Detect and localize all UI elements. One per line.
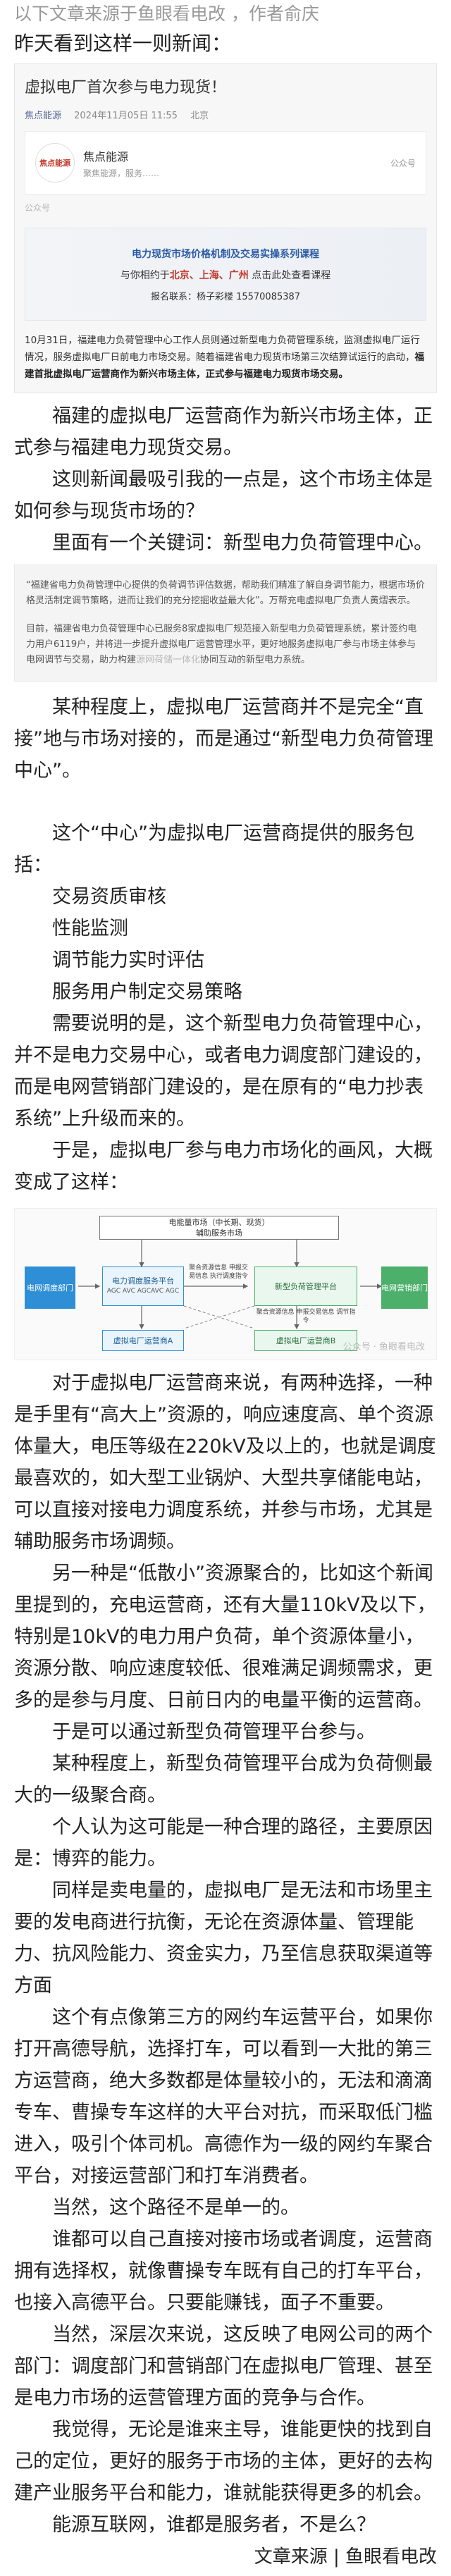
- paragraph: 当然，深层次来说，这反映了电网公司的两个部门：调度部门和营销部门在虚拟电厂管理、…: [14, 2324, 433, 2409]
- grid-dispatch-dept: 电网调度部门: [25, 1267, 75, 1309]
- banner-title: 电力现货市场价格机制及交易实操系列课程: [132, 248, 319, 260]
- paragraph: 里面有一个关键词：新型电力负荷管理中心。: [52, 532, 433, 554]
- paragraph: 我觉得，无论是谁来主导，谁能更快的找到自己的定位，更好的服务于市场的主体，更好的…: [14, 2419, 433, 2504]
- paragraph: 这个“中心”为虚拟电厂运营商提供的服务包括：: [14, 822, 414, 876]
- paragraph: 个人认为这可能是一种合理的路径，主要原因是：博弈的能力。: [14, 1816, 433, 1870]
- account-desc: 聚焦能源，服务……: [83, 168, 160, 178]
- paragraph: 某种程度上，新型负荷管理平台成为负荷侧最大的一级聚合商。: [14, 1753, 433, 1806]
- paragraph: 于是可以通过新型负荷管理平台参与。: [52, 1721, 376, 1743]
- flow-label-dispatch: 聚合资源信息 申报交易信息 执行调度指令: [189, 1264, 248, 1280]
- news-screenshot: 虚拟电厂首次参与电力现货！ 焦点能源 2024年11月05日 11:55 北京 …: [14, 63, 437, 393]
- service-list: 交易资质审核 性能监测 调节能力实时评估 服务用户制定交易策略: [14, 881, 437, 1008]
- diagram-connectors: [78, 1237, 383, 1330]
- account-type: 公众号: [390, 158, 416, 168]
- grid-marketing-dept: 电网营销部门: [381, 1267, 428, 1309]
- vpp-operator-a: 虚拟电厂运营商A: [102, 1330, 184, 1351]
- account-card[interactable]: 焦点能源 焦点能源 聚焦能源，服务…… 公众号: [25, 131, 426, 195]
- source-note: 以下文章来源于鱼眼看电改 ，作者俞庆: [14, 4, 319, 24]
- account-logo: 焦点能源: [35, 143, 75, 183]
- paragraph: 这个有点像第三方的网约车运营平台，如果你打开高德导航，选择打车，可以看到一大批的…: [14, 2007, 433, 2187]
- quote-paragraph: “福建省电力负荷管理中心提供的负荷调节评估数据，帮助我们精准了解自身调节能力，根…: [26, 580, 425, 606]
- news-location: 北京: [190, 111, 209, 121]
- energy-market-box: 电能量市场（中长期、现货）辅助服务市场: [99, 1216, 339, 1240]
- diagram-watermark: 公众号 · 鱼眼看电改: [342, 1342, 425, 1352]
- list-item: 性能监测: [52, 918, 128, 939]
- news-time: 2024年11月05日 11:55: [74, 111, 178, 121]
- quote-paragraph: 目前，福建省电力负荷管理中心已服务8家虚拟电厂规范接入新型电力负荷管理系统，累计…: [26, 624, 417, 665]
- news-body: 10月31日，福建电力负荷管理中心工作人员则通过新型电力负荷管理系统，监测虚拟电…: [25, 335, 424, 380]
- paragraph: 福建的虚拟电厂运营商作为新兴市场主体，正式参与福建电力现货交易。: [14, 405, 433, 459]
- paragraph: 某种程度上，虚拟电厂运营商并不是完全“直接”地与市场对接的，而是通过“新型电力负…: [14, 696, 433, 782]
- news-meta: 焦点能源 2024年11月05日 11:55 北京: [25, 108, 426, 121]
- article-footer: 文章来源 | 鱼眼看电改: [254, 2546, 437, 2568]
- paragraph: 对于虚拟电厂运营商来说，有两种选择，一种是手里有“高大上”资源的，响应速度高、单…: [14, 1372, 436, 1553]
- vpp-operator-b: 虚拟电厂运营商B: [254, 1330, 357, 1351]
- paragraph: 另一种是“低散小”资源聚合的，比如这个新闻里提到的，充电运营商，还有大量110k…: [14, 1563, 436, 1711]
- paragraph: 于是，虚拟电厂参与电力市场化的画风，大概变成了这样：: [14, 1140, 433, 1193]
- market-structure-diagram: 电能量市场（中长期、现货）辅助服务市场 电网调度部门 电网营销部门 电力调度服务…: [14, 1208, 437, 1360]
- load-management-platform: 新型负荷管理平台: [254, 1267, 357, 1306]
- paragraph: 同样是卖电量的，虚拟电厂是无法和市场里主要的发电商进行抗衡，无论在资源体量、管理…: [14, 1880, 433, 1997]
- course-banner[interactable]: 电力现货市场价格机制及交易实操系列课程 与你相约于北京、上海、广州 点击此处查看…: [25, 228, 426, 321]
- news-title: 虚拟电厂首次参与电力现货！: [25, 79, 227, 97]
- flow-label-load: 聚合资源信息 申报交易信息 调节指令: [256, 1309, 356, 1324]
- account-name: 焦点能源: [83, 149, 129, 164]
- paragraph: 当然，这个路径不是单一的。: [52, 2197, 299, 2219]
- lead-text: 昨天看到这样一则新闻：: [14, 32, 232, 55]
- list-item: 服务用户制定交易策略: [52, 981, 242, 1003]
- news-source-link[interactable]: 焦点能源: [25, 111, 62, 121]
- banner-cities: 与你相约于北京、上海、广州 点击此处查看课程: [120, 269, 331, 281]
- quote-box: “福建省电力负荷管理中心提供的负荷调节评估数据，帮助我们精准了解自身调节能力，根…: [14, 565, 437, 682]
- paragraph: 能源互联网，谁都是服务者，不是么？: [52, 2514, 376, 2536]
- paragraph: 谁都可以自己直接对接市场或者调度，运营商拥有选择权，就像曹操专车既有自己的打车平…: [14, 2229, 433, 2314]
- paragraph: 这则新闻最吸引我的一点是，这个市场主体是如何参与现货市场的？: [14, 469, 433, 522]
- list-item: 交易资质审核: [52, 886, 166, 908]
- banner-contact: 报名联系：杨子彩楼 15570085387: [150, 291, 301, 302]
- screenshot-watermark: 公众号: [25, 203, 51, 213]
- paragraph: 需要说明的是，这个新型电力负荷管理中心，并不是电力交易中心，或者电力调度部门建设…: [14, 1013, 433, 1130]
- list-item: 调节能力实时评估: [52, 949, 204, 971]
